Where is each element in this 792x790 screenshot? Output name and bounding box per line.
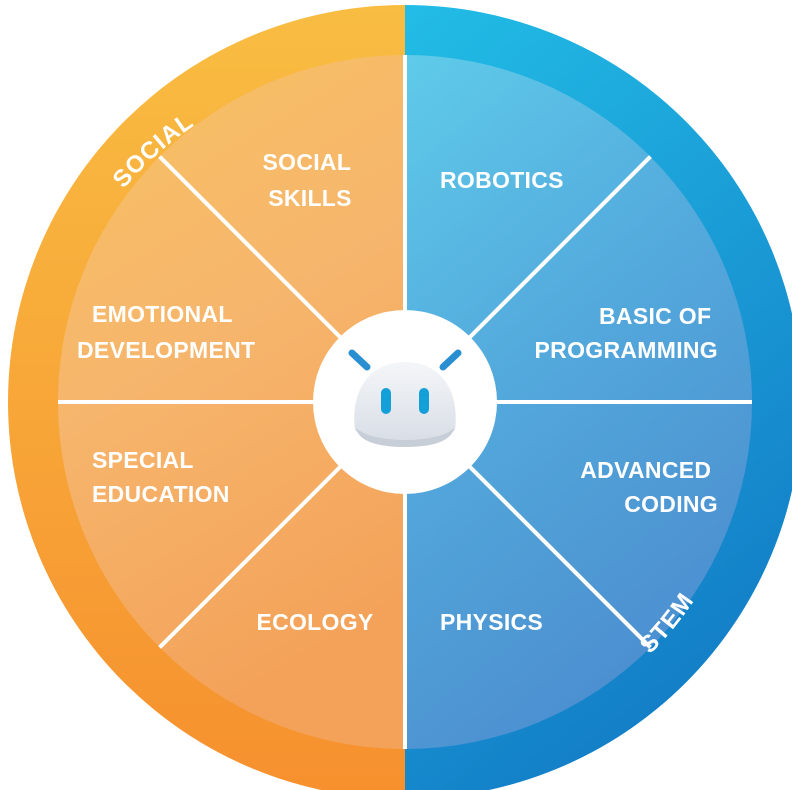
label-social-skills: SOCIAL SKILLS xyxy=(263,149,358,211)
label-robotics: ROBOTICS xyxy=(440,167,564,193)
label-ecology: ECOLOGY xyxy=(256,609,373,635)
left-eye xyxy=(381,388,391,414)
label-basic-of-programming: BASIC OF PROGRAMMING xyxy=(535,303,718,363)
label-advanced-coding: ADVANCED CODING xyxy=(580,457,718,517)
robot-head-shell xyxy=(354,362,456,442)
robot-head-icon xyxy=(348,349,462,447)
label-special-education: SPECIAL EDUCATION xyxy=(92,447,230,507)
center-hub xyxy=(313,310,497,494)
right-eye xyxy=(419,388,429,414)
label-physics: PHYSICS xyxy=(440,609,543,635)
label-emotional-development: EMOTIONAL DEVELOPMENT xyxy=(77,301,255,363)
left-antenna xyxy=(348,349,371,371)
right-antenna xyxy=(439,349,462,371)
robot-chin xyxy=(356,428,454,447)
